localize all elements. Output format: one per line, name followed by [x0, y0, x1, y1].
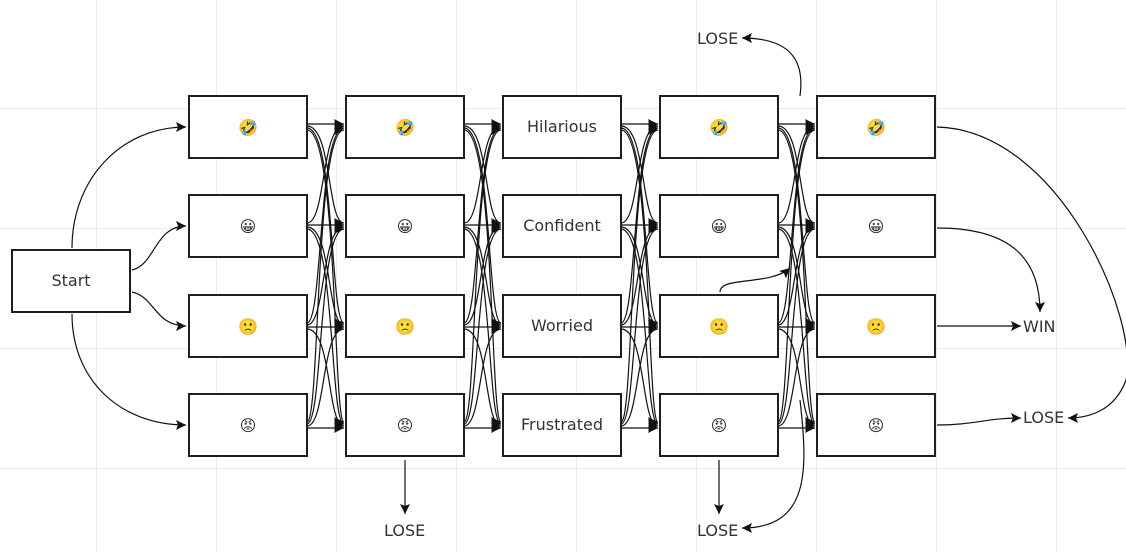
state-col4-hilarious[interactable]: 🤣 [659, 95, 779, 159]
edge-c1r4-to-c2r3 [306, 324, 345, 427]
edge-c4r3-to-c5r1 [777, 123, 816, 324]
edge-c5-frustrated-to-lose [936, 413, 1022, 426]
edge-c3r4-to-c4r3 [620, 324, 659, 427]
edge-c5-confident-to-win [936, 227, 1045, 313]
state-col1-confident[interactable]: 😀 [188, 194, 308, 258]
state-col3-worried[interactable]: Worried [502, 294, 622, 358]
edge-c1r3-to-c2r4 [306, 328, 345, 431]
state-col1-hilarious[interactable]: 🤣 [188, 95, 308, 159]
edge-c1r3-to-c2r1 [306, 123, 345, 324]
angry-face-icon: 😡 [240, 416, 257, 435]
state-col4-frustrated[interactable]: 😡 [659, 393, 779, 457]
outcome-lose-right: LOSE [1023, 408, 1064, 427]
start-label: Start [51, 271, 90, 290]
laughing-face-icon: 🤣 [865, 118, 886, 138]
state-label-frustrated: Frustrated [521, 415, 603, 434]
state-col3-hilarious[interactable]: Hilarious [502, 95, 622, 159]
frowning-face-icon: 🙁 [866, 317, 886, 336]
outcome-lose-bottom-col4: LOSE [697, 521, 738, 540]
state-col1-worried[interactable]: 🙁 [188, 294, 308, 358]
edge-c3r1-to-c4r4 [620, 129, 659, 427]
edge-c2r1-to-c3r4 [463, 129, 502, 427]
edge-start-to-c1r4 [71, 313, 187, 430]
state-col4-worried[interactable]: 🙁 [659, 294, 779, 358]
grinning-face-icon: 😀 [868, 217, 885, 236]
edge-c4r2-to-c5r3 [777, 226, 816, 330]
edge-c2r2-to-c3r3 [463, 226, 502, 330]
edge-start-to-c1r3 [131, 291, 187, 331]
state-col2-confident[interactable]: 😀 [345, 194, 465, 258]
state-col3-confident[interactable]: Confident [502, 194, 622, 258]
edge-c4r4-to-c5r1 [777, 125, 816, 423]
state-col5-confident[interactable]: 😀 [816, 194, 936, 258]
edge-c1r4-to-c2r2 [306, 224, 345, 425]
edge-c4r1-to-c5r4 [777, 129, 816, 427]
edge-c3r2-to-c4r3 [620, 226, 659, 330]
state-col2-worried[interactable]: 🙁 [345, 294, 465, 358]
state-col2-hilarious[interactable]: 🤣 [345, 95, 465, 159]
edge-start-to-c1r1 [71, 122, 187, 249]
state-label-hilarious: Hilarious [527, 117, 597, 136]
laughing-face-icon: 🤣 [394, 118, 415, 138]
edge-c3r3-to-c4r4 [620, 328, 659, 431]
frowning-face-icon: 🙁 [238, 317, 258, 336]
laughing-face-icon: 🤣 [708, 118, 729, 138]
outcome-lose-top: LOSE [697, 29, 738, 48]
edge-c4r3-to-c5r4 [777, 328, 816, 431]
state-col5-worried[interactable]: 🙁 [816, 294, 936, 358]
state-col4-confident[interactable]: 😀 [659, 194, 779, 258]
edge-c1r2-to-c2r3 [306, 226, 345, 330]
state-label-worried: Worried [531, 316, 593, 335]
edge-c4-to-lose-bottom [741, 399, 805, 533]
edge-c2r4-to-c3r2 [463, 224, 502, 425]
edge-c4r4-to-c5r3 [777, 324, 816, 427]
edge-c4r4-to-c5r2 [777, 224, 816, 425]
grinning-face-icon: 😀 [240, 217, 257, 236]
edge-c1r4-to-c2r1 [306, 125, 345, 423]
frowning-face-icon: 🙁 [709, 317, 729, 336]
grinning-face-icon: 😀 [711, 217, 728, 236]
state-col1-frustrated[interactable]: 😡 [188, 393, 308, 457]
edge-c3r4-to-c4r2 [620, 224, 659, 425]
outcome-win: WIN [1023, 317, 1056, 336]
angry-face-icon: 😡 [711, 416, 728, 435]
edge-c1r1-to-c2r4 [306, 129, 345, 427]
edge-c2r4-to-c3r1 [463, 125, 502, 423]
edge-c2r3-to-c3r4 [463, 328, 502, 431]
state-label-confident: Confident [523, 216, 601, 235]
grinning-face-icon: 😀 [397, 217, 414, 236]
edge-c2r4-to-c3r3 [463, 324, 502, 427]
edge-c3r4-to-c4r1 [620, 125, 659, 423]
state-col5-hilarious[interactable]: 🤣 [816, 95, 936, 159]
edge-c4-to-lose-top [741, 33, 802, 97]
outcome-lose-bottom-col2: LOSE [384, 521, 425, 540]
edge-layer [71, 33, 1126, 533]
edge-start-to-c1r2 [131, 221, 187, 271]
state-col3-frustrated[interactable]: Frustrated [502, 393, 622, 457]
frowning-face-icon: 🙁 [395, 317, 415, 336]
state-col5-frustrated[interactable]: 😡 [816, 393, 936, 457]
state-col2-frustrated[interactable]: 😡 [345, 393, 465, 457]
laughing-face-icon: 🤣 [237, 118, 258, 138]
angry-face-icon: 😡 [397, 416, 414, 435]
edge-c2r3-to-c3r1 [463, 123, 502, 324]
angry-face-icon: 😡 [868, 416, 885, 435]
edge-c5-hilarious-to-lose [936, 126, 1126, 423]
edge-c3r3-to-c4r1 [620, 123, 659, 324]
edge-c4-worried-to-c5 [719, 267, 791, 293]
start-node[interactable]: Start [11, 249, 131, 313]
